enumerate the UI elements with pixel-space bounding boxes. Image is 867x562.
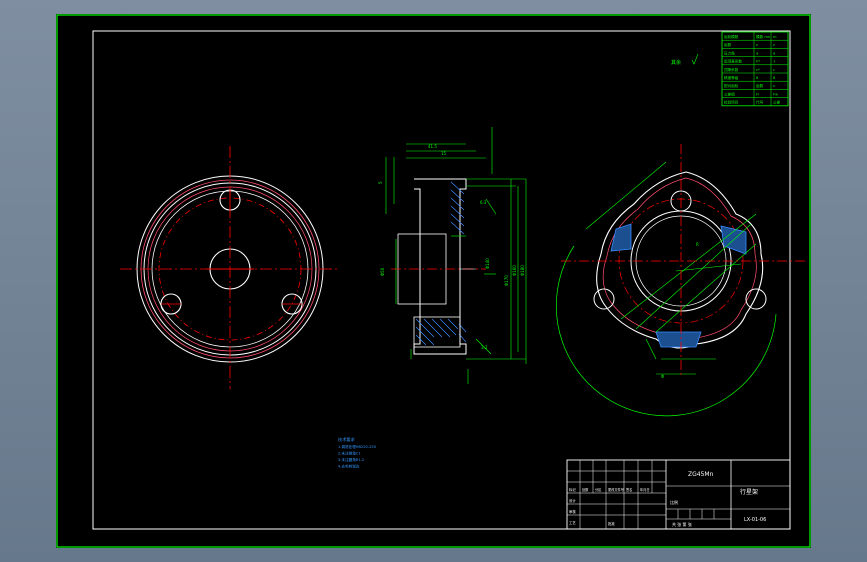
title-header-label: 分区 [595, 487, 602, 492]
param-cell: h* [756, 60, 760, 64]
svg-text:5: 5 [378, 181, 383, 184]
param-cell: 压力角 [724, 50, 735, 55]
title-row-label: 批准 [608, 521, 615, 526]
svg-text:15: 15 [441, 151, 447, 156]
param-cell: 1 [773, 60, 775, 64]
param-cell: 配对齿轮 [724, 83, 739, 88]
tech-req-item: 2.未注倒角C1 [338, 451, 361, 456]
inner-border [92, 30, 791, 530]
param-cell: c [773, 68, 775, 72]
tech-req-item: 1.调质处理HB220-250 [338, 444, 377, 449]
param-cell: c* [756, 68, 760, 72]
title-header-label: 年月日 [640, 487, 650, 492]
svg-text:Φ170: Φ170 [504, 275, 509, 286]
param-cell: α [756, 51, 759, 55]
drawing-sheet: 41.5 15 5 Φ50 Φ170 Φ160 Φ180 6.3 3.2 Φ14… [56, 14, 811, 548]
tech-req-title: 技术要求 [338, 436, 356, 443]
title-header-label: 更改文件号 [608, 487, 624, 492]
svg-text:41.5: 41.5 [428, 144, 437, 149]
param-cell: 代号 [756, 100, 764, 105]
svg-text:R: R [696, 242, 699, 247]
param-cell: 精度等级 [724, 75, 739, 80]
param-cell: 齿数 [756, 83, 764, 88]
svg-text:Φ50: Φ50 [380, 267, 385, 276]
param-cell: 顶隙系数 [724, 67, 739, 72]
svg-text:6.3: 6.3 [480, 200, 487, 205]
param-cell: 公差 [773, 100, 781, 105]
param-cell: 模数 mn [756, 34, 770, 39]
roughness-note: 其余 [671, 59, 681, 66]
param-cell: z [756, 43, 758, 47]
svg-text:Φ140: Φ140 [485, 258, 490, 269]
title-part-name: 行星架 [740, 488, 758, 496]
param-cell: 8 [773, 76, 776, 80]
svg-text:Φ180: Φ180 [520, 265, 525, 276]
tech-req-item: 4.去毛刺锐边 [338, 464, 360, 469]
drawing-canvas: 41.5 15 5 Φ50 Φ170 Φ160 Φ180 6.3 3.2 Φ14… [56, 14, 811, 548]
param-cell: Fw [773, 92, 778, 96]
title-header-label: 签名 [626, 487, 632, 492]
title-row-label: 标记 [569, 487, 576, 492]
title-sheet-label: 共 张 第 张 [672, 521, 692, 527]
title-scale-label: 比例 [670, 499, 678, 505]
param-cell: 检验项目 [724, 100, 738, 105]
param-cell: α [773, 51, 776, 55]
param-cell: 齿轮模数 [724, 34, 739, 39]
param-cell: 公差组 [724, 91, 735, 96]
param-cell: z [773, 84, 775, 88]
outer-frame [56, 14, 811, 548]
tech-req-item: 3.未注圆角R1-2 [338, 457, 364, 462]
carrier-view: R Φ [555, 144, 806, 417]
section-view: 41.5 15 5 Φ50 Φ170 Φ160 Φ180 6.3 3.2 Φ14… [378, 127, 527, 384]
front-view [120, 146, 340, 389]
title-row-label: 审核 [569, 509, 576, 514]
title-row-label: 工艺 [569, 520, 576, 525]
svg-text:Φ160: Φ160 [512, 265, 517, 276]
param-cell: Fr [756, 92, 760, 96]
param-cell: m [773, 35, 777, 39]
svg-text:Φ: Φ [661, 374, 664, 379]
param-cell: 齿数 [724, 42, 732, 47]
param-cell: z [773, 43, 775, 47]
svg-text:3.2: 3.2 [481, 345, 488, 350]
title-drawing-number: LX-01-06 [744, 517, 766, 523]
title-material: ZG45Mn [688, 471, 714, 478]
param-cell: 齿顶高系数 [724, 59, 742, 64]
param-cell: 8 [756, 76, 759, 80]
title-header-label: 处数 [582, 487, 589, 492]
title-row-label: 设计 [569, 498, 576, 503]
